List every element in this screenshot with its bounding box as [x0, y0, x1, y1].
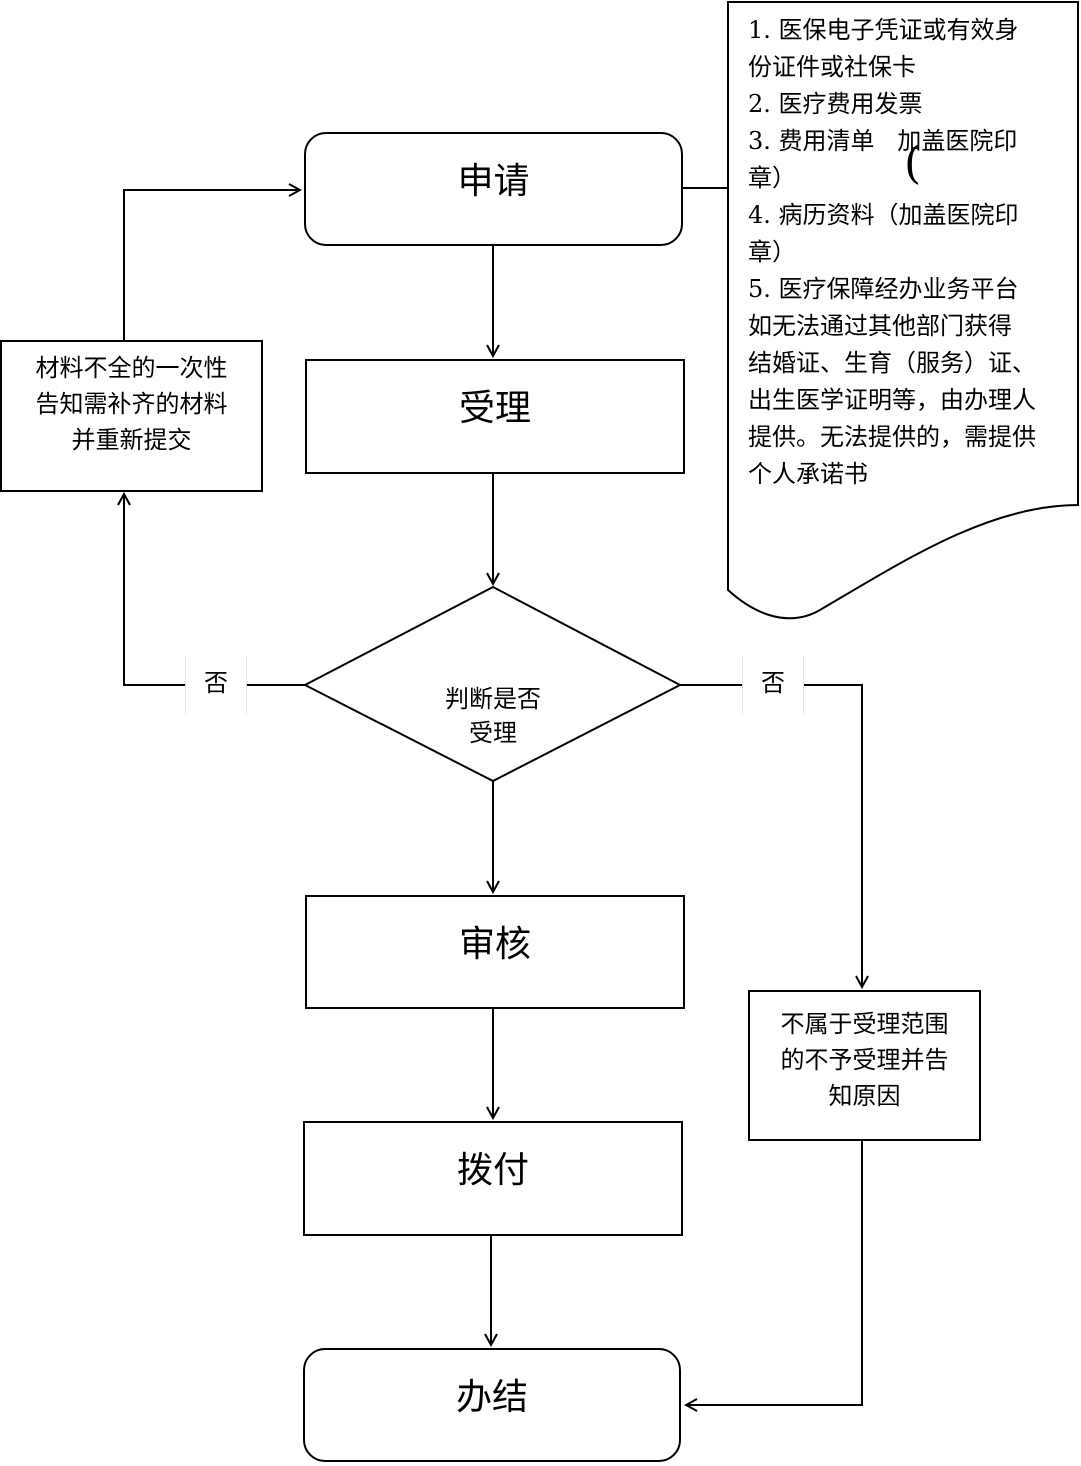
material-line: 章） — [748, 164, 796, 192]
material-line: 5. 医疗保障经办业务平台 — [748, 275, 1019, 303]
material-line: 章） — [748, 238, 796, 266]
reject-label: 不属于受理范围 的不予受理并告 知原因 — [780, 1010, 949, 1110]
material-line: 结婚证、生育（服务）证、 — [748, 349, 1036, 377]
material-line: 个人承诺书 — [748, 460, 868, 488]
material-line: 出生医学证明等，由办理人 — [748, 386, 1036, 414]
supplement-label: 材料不全的一次性 告知需补齐的材料 并重新提交 — [35, 354, 228, 454]
pay-label: 拨付 — [456, 1150, 529, 1191]
done-node: 办结 — [303, 1348, 681, 1462]
supplement-node: 材料不全的一次性 告知需补齐的材料 并重新提交 — [0, 340, 263, 492]
apply-node: 申请 — [304, 132, 683, 246]
accept-node: 受理 — [305, 359, 685, 474]
material-line: 如无法通过其他部门获得 — [748, 312, 1012, 340]
material-line: 1. 医保电子凭证或有效身 — [748, 16, 1019, 44]
arrow-reject-done — [686, 1141, 863, 1405]
document-shape — [727, 1, 1079, 620]
material-line: 提供。无法提供的，需提供 — [748, 423, 1036, 451]
accept-label: 受理 — [458, 388, 531, 429]
reject-node: 不属于受理范围 的不予受理并告 知原因 — [748, 990, 981, 1141]
review-node: 审核 — [305, 895, 685, 1009]
edge-label-no-left: 否 — [185, 655, 247, 715]
material-line: 2. 医疗费用发票 — [748, 90, 923, 118]
arrow-decision-reject — [680, 684, 862, 987]
arrow-supplement-apply — [123, 190, 300, 340]
material-line: 4. 病历资料（加盖医院印 — [748, 201, 1019, 229]
pay-node: 拨付 — [303, 1121, 683, 1236]
material-line: 3. 费用清单 加盖医院印 — [748, 127, 1018, 155]
done-label: 办结 — [455, 1377, 528, 1418]
open-paren-glyph: ( — [904, 138, 922, 189]
apply-label: 申请 — [457, 161, 530, 202]
material-line: 份证件或社保卡 — [748, 53, 916, 81]
decision-label: 判断是否 受理 — [445, 685, 541, 747]
review-label: 审核 — [458, 924, 531, 965]
required-materials-list: 1. 医保电子凭证或有效身 份证件或社保卡 2. 医疗费用发票 3. 费用清单 … — [748, 12, 1070, 493]
edge-label-no-right: 否 — [742, 655, 804, 715]
